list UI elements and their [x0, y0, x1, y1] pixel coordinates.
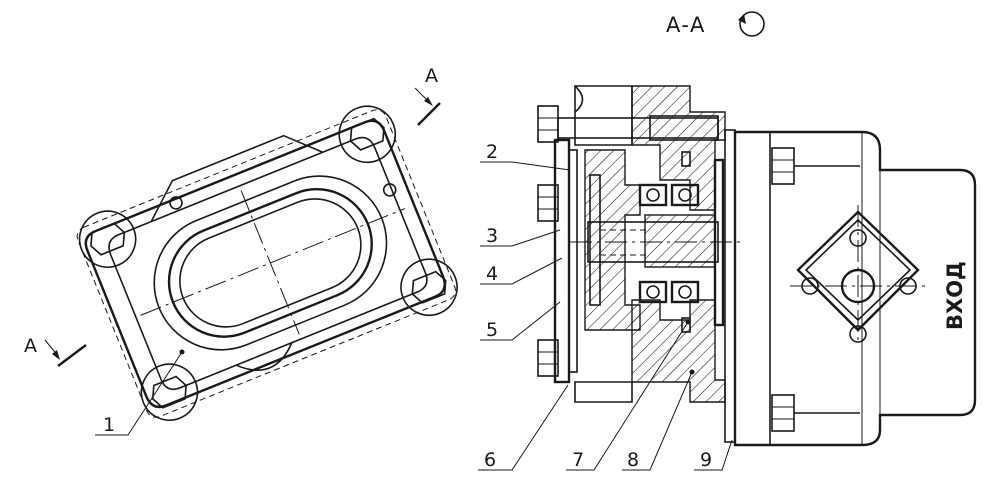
leader-1-dot: [179, 349, 185, 355]
section-mark-left: [57, 344, 87, 367]
top-rib: [150, 134, 324, 222]
inlet-housing: [733, 130, 977, 447]
leader-3: [480, 229, 561, 247]
seal-top: [681, 151, 691, 167]
callout-5: 5: [486, 319, 498, 341]
leader-5: [480, 301, 561, 341]
shaft-sleeve: [644, 214, 716, 268]
end-flange: [724, 129, 736, 443]
bottom-notch: [235, 342, 293, 371]
corner-bolt-top-left: [78, 210, 137, 268]
rotor-disc: [584, 149, 641, 331]
inlet-label: ВХОД: [943, 261, 967, 330]
callout-2: 2: [486, 141, 498, 163]
leader-6: [478, 384, 569, 471]
callout-3: 3: [486, 225, 498, 247]
housing-bottom-hatched: [631, 299, 726, 403]
rotated-view-symbol: [738, 11, 765, 37]
separator-plate: [713, 158, 725, 327]
bearing-bottom: [638, 280, 700, 304]
leader-7-dot: [685, 319, 691, 325]
callout-1: 1: [103, 414, 115, 436]
section-letter-top: А: [425, 65, 438, 87]
callout-7: 7: [572, 449, 584, 471]
seal-bottom: [681, 317, 691, 333]
inlet-bolt-top: [771, 147, 860, 185]
leader-8: [622, 371, 693, 471]
callout-8: 8: [627, 449, 639, 471]
flange-plan-view: А А 1: [24, 65, 458, 436]
leader-1: [95, 351, 183, 436]
section-arrowhead-left: [52, 350, 60, 360]
section-title: А-А: [666, 13, 705, 37]
leader-2: [480, 161, 571, 171]
gasket: [568, 149, 578, 373]
inlet-bolt-bottom: [771, 394, 860, 432]
leader-9: [694, 439, 733, 471]
centerline-vertical: [240, 190, 300, 335]
section-arrowhead-top: [424, 97, 433, 106]
callout-4: 4: [486, 263, 498, 285]
hidden-outline: [76, 109, 456, 418]
flange-outline: [84, 119, 446, 409]
leader-8-dot: [689, 369, 695, 375]
corner-bolt-top-right: [338, 105, 397, 164]
section-view: А-А: [478, 11, 977, 471]
body-boss: [108, 136, 428, 391]
pin-hole-left: [169, 196, 183, 210]
callout-9: 9: [700, 449, 712, 471]
break-line: [574, 85, 584, 113]
centerline-horizontal: [140, 208, 406, 316]
corner-bolt-bottom-right: [400, 258, 458, 317]
housing-top-block: [574, 85, 633, 146]
housing-bottom-block: [574, 381, 633, 403]
pin-hole-right: [382, 183, 397, 197]
bearing-top: [638, 183, 700, 207]
cover-bolts: [537, 105, 559, 377]
corner-bolt-bottom-left: [140, 363, 199, 421]
section-mark-top: [417, 102, 441, 126]
callout-6: 6: [484, 449, 496, 471]
leader-4: [480, 257, 563, 285]
rotor-slot: [589, 174, 601, 306]
leader-7: [566, 321, 689, 471]
section-letter-left: А: [24, 335, 37, 357]
housing-top-hatched: [631, 85, 726, 211]
